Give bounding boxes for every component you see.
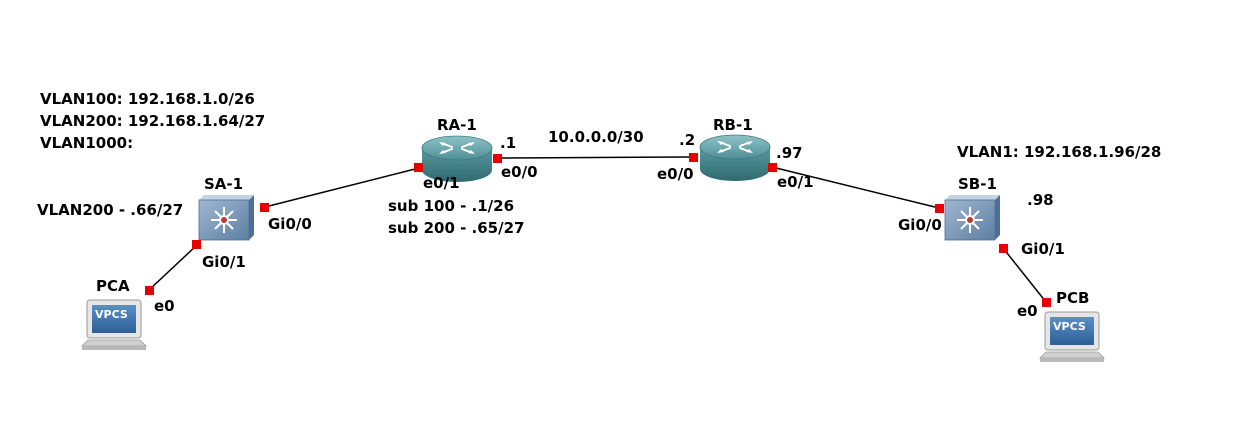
- port-sa1-gi00: [260, 203, 269, 212]
- rb1-ip-lan-label: .97: [776, 144, 803, 162]
- rb1-name: RB-1: [713, 116, 753, 134]
- link-sa1-ra1: [264, 167, 420, 208]
- port-ra1-e01: [414, 163, 423, 172]
- sb1-gi01-label: Gi0/1: [1021, 240, 1065, 258]
- vlan-list-note: VLAN100: 192.168.1.0/26 VLAN200: 192.168…: [40, 88, 265, 154]
- link-sb1-pcb: [1002, 247, 1047, 303]
- vlan1000-note: VLAN1000:: [40, 134, 134, 152]
- pca-name: PCA: [96, 277, 130, 295]
- sa1-gi01-label: Gi0/1: [202, 253, 246, 271]
- switch-sa1-icon[interactable]: [198, 195, 254, 241]
- sa1-gi00-label: Gi0/0: [268, 215, 312, 233]
- vlan200-note: VLAN200: 192.168.1.64/27: [40, 112, 266, 130]
- port-sb1-gi01: [999, 244, 1008, 253]
- router-rb1-icon[interactable]: [699, 134, 771, 181]
- switch-sb1-icon[interactable]: [944, 195, 1000, 241]
- link-ra1-rb1: [496, 156, 694, 159]
- vpcs-pcb-icon[interactable]: [1039, 311, 1105, 362]
- ra1-ip-label: .1: [500, 134, 517, 152]
- ra1-e00-label: e0/0: [501, 163, 538, 181]
- ra1-name: RA-1: [437, 116, 477, 134]
- rb1-ip-wan-label: .2: [679, 131, 696, 149]
- wan-subnet-note: 10.0.0.0/30: [548, 128, 644, 146]
- port-sb1-gi00: [935, 204, 944, 213]
- pcb-screen-label: VPCS: [1053, 320, 1086, 333]
- sb1-ip-label: .98: [1027, 191, 1054, 209]
- port-pca-e0: [145, 286, 154, 295]
- pcb-name: PCB: [1056, 289, 1090, 307]
- sa1-name: SA-1: [204, 175, 244, 193]
- link-pca-sa1: [148, 244, 198, 291]
- link-rb1-sb1: [771, 166, 940, 209]
- pcb-e0-label: e0: [1017, 302, 1038, 320]
- rb1-e00-label: e0/0: [657, 165, 694, 183]
- ra1-e01-label: e0/1: [423, 174, 460, 192]
- port-ra1-e00: [493, 154, 502, 163]
- vpcs-pca-icon[interactable]: [81, 299, 147, 350]
- vlan100-note: VLAN100: 192.168.1.0/26: [40, 90, 255, 108]
- port-rb1-e00: [689, 153, 698, 162]
- port-sa1-gi01: [192, 240, 201, 249]
- pca-e0-label: e0: [154, 297, 175, 315]
- router-ra1-icon[interactable]: [421, 135, 493, 182]
- vlan1-note: VLAN1: 192.168.1.96/28: [957, 143, 1162, 161]
- pca-screen-label: VPCS: [95, 308, 128, 321]
- ra1-sub200-note: sub 200 - .65/27: [388, 219, 525, 237]
- rb1-e01-label: e0/1: [777, 173, 814, 191]
- sb1-name: SB-1: [958, 175, 997, 193]
- sa1-svi-note: VLAN200 - .66/27: [37, 201, 184, 219]
- ra1-sub100-note: sub 100 - .1/26: [388, 197, 515, 215]
- sb1-gi00-label: Gi0/0: [898, 216, 942, 234]
- port-rb1-e01: [768, 163, 777, 172]
- ra1-subinterface-note: sub 100 - .1/26 sub 200 - .65/27: [388, 195, 524, 239]
- port-pcb-e0: [1042, 298, 1051, 307]
